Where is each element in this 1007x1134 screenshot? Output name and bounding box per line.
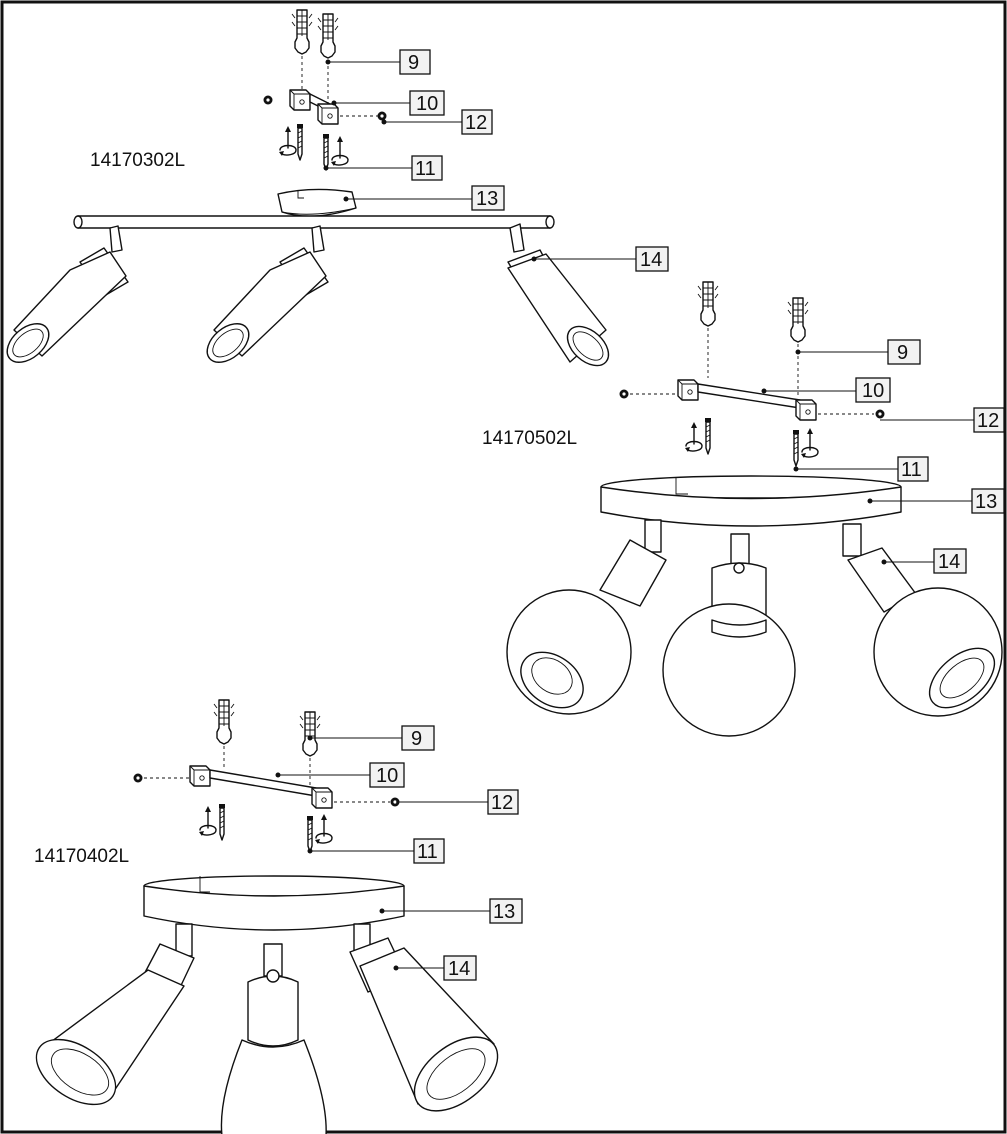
spotlight-3 (507, 223, 610, 367)
svg-text:12: 12 (977, 410, 999, 432)
svg-text:14: 14 (448, 958, 470, 980)
svg-text:12: 12 (491, 792, 513, 814)
svg-text:14: 14 (938, 551, 960, 573)
stem-right (842, 523, 862, 557)
svg-text:11: 11 (901, 459, 922, 481)
callout-9-globe: 9 (795, 339, 921, 365)
callout-13-globe: 13 (867, 488, 1005, 514)
canopy-round-globe (600, 475, 902, 527)
callout-14-globe: 14 (881, 548, 967, 574)
svg-text:13: 13 (493, 901, 515, 923)
svg-text:9: 9 (408, 52, 419, 74)
svg-text:9: 9 (411, 728, 422, 750)
screw-right (792, 429, 800, 467)
callout-12-cone: 12 (396, 789, 519, 815)
mounting-bracket (289, 89, 339, 125)
callout-10-bar: 10 (331, 90, 445, 116)
mounting-bracket (677, 379, 817, 421)
callout-12-globe: 12 (880, 407, 1005, 433)
callout-13-cone: 13 (379, 898, 523, 924)
callout-14-cone: 14 (393, 955, 477, 981)
cone-shade-right (349, 937, 499, 1112)
stem-left (175, 923, 193, 957)
globe-shade-right (847, 547, 1003, 717)
callout-9-bar: 9 (325, 49, 431, 75)
callout-9-cone: 9 (307, 725, 435, 751)
spotlight-1 (6, 225, 129, 363)
screw-left (218, 803, 226, 841)
callout-11-cone: 11 (307, 838, 445, 864)
model-label-bar: 14170302L (90, 150, 185, 171)
svg-text:10: 10 (862, 380, 884, 402)
svg-text:14: 14 (640, 249, 662, 271)
svg-text:11: 11 (417, 841, 438, 863)
callout-10-globe: 10 (761, 377, 891, 403)
cone-shade-left (35, 943, 195, 1106)
callout-12-bar: 12 (381, 109, 493, 135)
screw-right (322, 133, 330, 171)
mounting-bracket (189, 765, 333, 809)
bar-model-assembly: 14170302L (6, 9, 669, 367)
callout-13-bar: 13 (343, 185, 505, 211)
svg-text:10: 10 (376, 765, 398, 787)
wall-plug-right (317, 13, 339, 59)
svg-text:13: 13 (476, 188, 498, 210)
nut-left (263, 95, 273, 105)
svg-text:11: 11 (415, 158, 436, 180)
rotate-arrow-right (330, 135, 349, 167)
cone-shade-middle (220, 969, 327, 1134)
wall-plug-right (299, 711, 321, 757)
svg-text:12: 12 (465, 112, 487, 134)
model-label-round-globe: 14170502L (482, 428, 577, 449)
canopy-round-cone (143, 875, 405, 931)
nut-left (619, 389, 629, 399)
lamp-rail (77, 215, 551, 229)
svg-text:13: 13 (975, 491, 997, 513)
callout-11-globe: 11 (793, 456, 929, 482)
screw-left (704, 417, 712, 455)
rotate-arrow-right (314, 813, 333, 845)
globe-shade-middle (662, 562, 796, 737)
nut-right (377, 111, 387, 121)
round-cone-model-assembly: 14170402L (34, 699, 523, 1134)
screw-right (306, 815, 314, 853)
svg-text:9: 9 (897, 342, 908, 364)
callout-14-bar: 14 (531, 246, 669, 272)
round-globe-model-assembly: 14170502L (482, 281, 1005, 737)
stem-middle (730, 533, 750, 567)
callout-11-bar: 11 (323, 155, 443, 181)
rotate-arrow-left (684, 421, 703, 453)
callout-10-cone: 10 (275, 762, 405, 788)
model-label-round-cone: 14170402L (34, 846, 129, 867)
rotate-arrow-left (278, 125, 297, 157)
screw-left (296, 123, 304, 161)
canopy-bar (277, 188, 357, 217)
nut-left (133, 773, 143, 783)
wall-plug-left (291, 9, 313, 55)
spotlight-2 (206, 225, 329, 363)
nut-right (875, 409, 885, 419)
wall-plug-left (697, 281, 719, 327)
stem-left (644, 519, 662, 553)
rotate-arrow-left (198, 805, 217, 837)
globe-shade-left (506, 539, 667, 715)
stem-middle (263, 943, 283, 977)
wall-plug-left (213, 699, 235, 745)
svg-text:10: 10 (416, 93, 438, 115)
rotate-arrow-right (800, 427, 819, 459)
wall-plug-right (787, 297, 809, 343)
